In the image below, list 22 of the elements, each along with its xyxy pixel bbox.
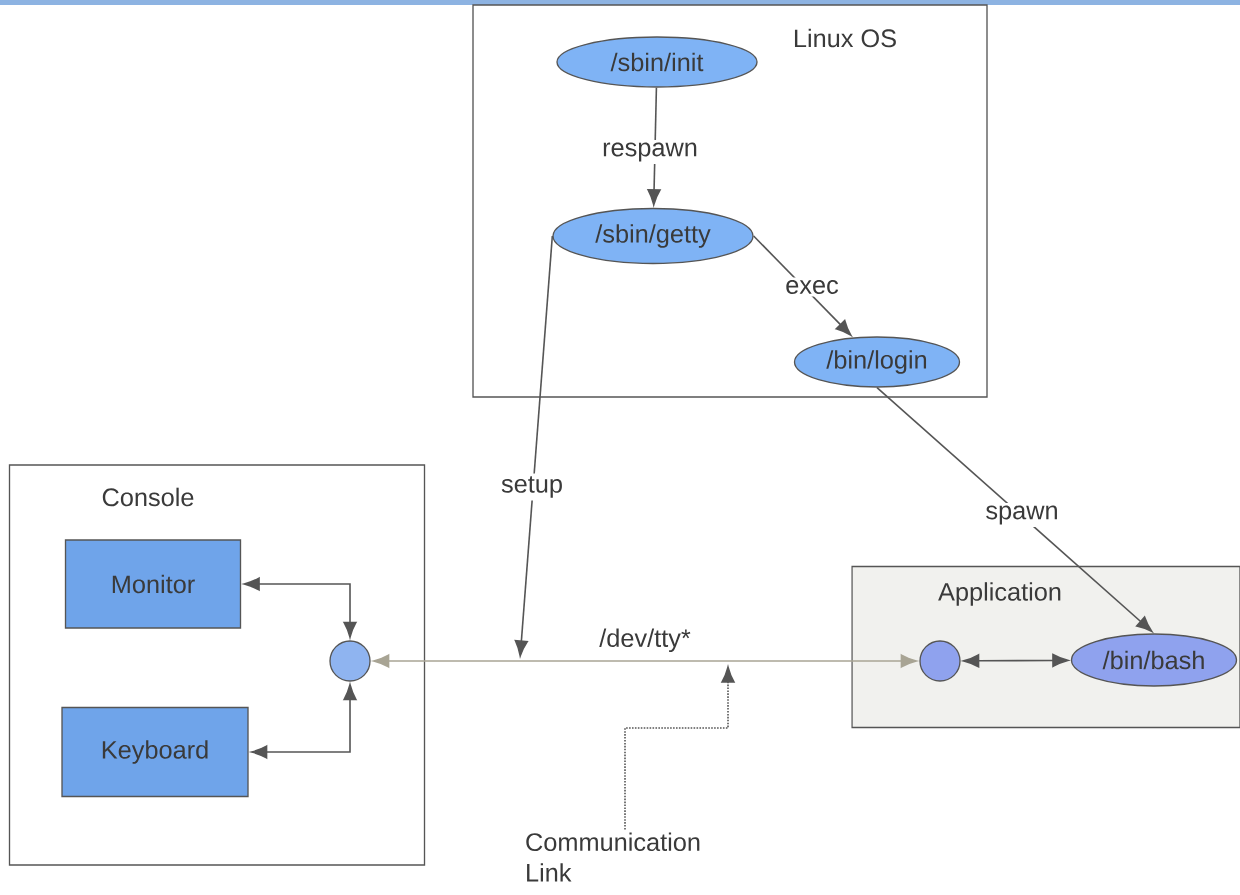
note-text: Communication Link [526, 832, 700, 882]
arrow [647, 86, 661, 206]
junction-circle [919, 640, 961, 682]
group-title: Application [938, 582, 1061, 606]
edge-label: respawn [599, 139, 701, 165]
edge-label: spawn [982, 502, 1062, 528]
group-title: Console [102, 487, 194, 507]
arrow [963, 653, 1069, 668]
arrow [624, 666, 735, 831]
device-box: Monitor [64, 539, 242, 629]
arrow [752, 235, 852, 336]
arrow [514, 235, 554, 657]
device-box: Keyboard [61, 706, 249, 798]
junction-circle [329, 640, 371, 682]
arrow [876, 386, 1153, 633]
edge-label: /dev/tty* [596, 625, 694, 655]
arrow [373, 654, 917, 668]
edge-label: setup [498, 473, 566, 501]
group-title: Linux OS [794, 28, 896, 48]
arrow [251, 684, 357, 759]
edge-label: exec [782, 277, 842, 297]
arrow [243, 577, 357, 638]
